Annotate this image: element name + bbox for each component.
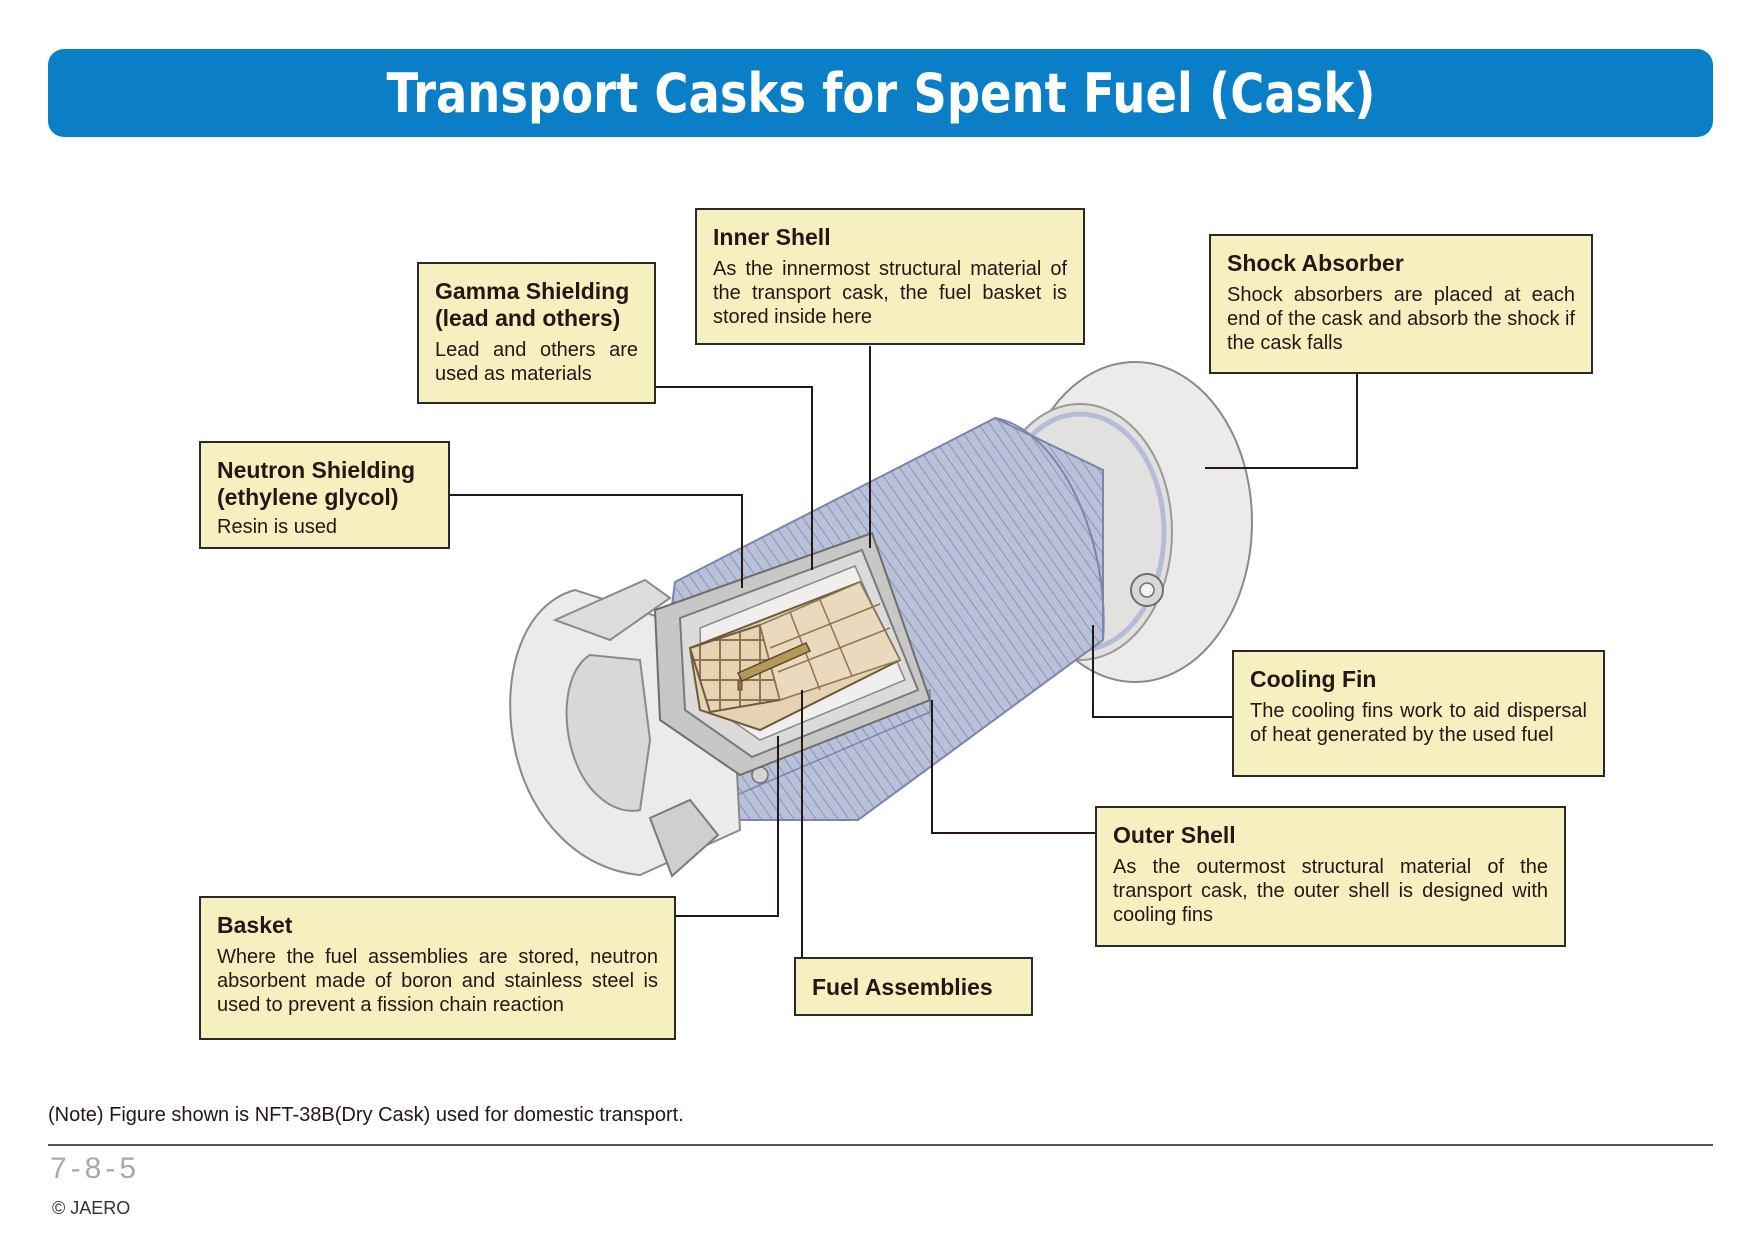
- shock-absorber-desc: Shock absorbers are placed at each end o…: [1227, 284, 1575, 354]
- page-title: Transport Casks for Spent Fuel (Cask): [386, 61, 1375, 125]
- fuel-assembly-bar: [736, 642, 812, 691]
- neutron-shielding-desc: Resin is used: [217, 516, 338, 538]
- title-banner: Transport Casks for Spent Fuel (Cask): [48, 49, 1713, 137]
- basket-title: Basket: [217, 912, 293, 938]
- callout-cooling-fin: Cooling Fin The cooling fins work to aid…: [1232, 650, 1605, 777]
- callout-shock-absorber: Shock Absorber Shock absorbers are place…: [1209, 234, 1593, 374]
- figure-note: (Note) Figure shown is NFT-38B(Dry Cask)…: [48, 1104, 684, 1126]
- page-number: 7-8-5: [50, 1152, 141, 1185]
- callout-neutron-shielding: Neutron Shielding (ethylene glycol) Resi…: [199, 441, 450, 549]
- copyright: © JAERO: [52, 1198, 131, 1218]
- callout-fuel-assemblies: Fuel Assemblies: [794, 957, 1033, 1016]
- callout-gamma-shielding: Gamma Shielding (lead and others) Lead a…: [417, 262, 656, 404]
- leader-basket: [675, 736, 779, 917]
- leader-outer-shell: [931, 700, 1095, 834]
- leader-gamma-shielding: [655, 386, 813, 570]
- gamma-shielding-title-1: Gamma Shielding: [435, 278, 630, 304]
- callout-outer-shell: Outer Shell As the outermost structural …: [1095, 806, 1566, 947]
- outer-shell-desc: As the outermost structural material of …: [1113, 856, 1548, 926]
- inner-shell-title: Inner Shell: [713, 224, 831, 250]
- outer-shell-title: Outer Shell: [1113, 822, 1236, 848]
- footer-divider: [48, 1144, 1713, 1146]
- cooling-fin-title: Cooling Fin: [1250, 666, 1377, 692]
- gamma-shielding-title-2: (lead and others): [435, 305, 621, 331]
- neutron-shielding-title-1: Neutron Shielding: [217, 457, 416, 483]
- neutron-shielding-title-2: (ethylene glycol): [217, 484, 399, 510]
- leader-shock-absorber: [1205, 373, 1358, 469]
- leader-neutron-shielding: [450, 494, 743, 588]
- shock-absorber-title: Shock Absorber: [1227, 250, 1404, 276]
- callout-inner-shell: Inner Shell As the innermost structural …: [695, 208, 1085, 345]
- inner-shell-desc: As the innermost structural material of …: [713, 258, 1067, 328]
- callout-basket: Basket Where the fuel assemblies are sto…: [199, 896, 676, 1040]
- basket-desc: Where the fuel assemblies are stored, ne…: [217, 946, 658, 1016]
- gamma-shielding-desc: Lead and others are used as materials: [435, 339, 638, 385]
- fuel-assemblies-title: Fuel Assemblies: [812, 974, 993, 1000]
- cooling-fin-desc: The cooling fins work to aid dispersal o…: [1250, 700, 1587, 746]
- leader-cooling-fin: [1092, 625, 1232, 718]
